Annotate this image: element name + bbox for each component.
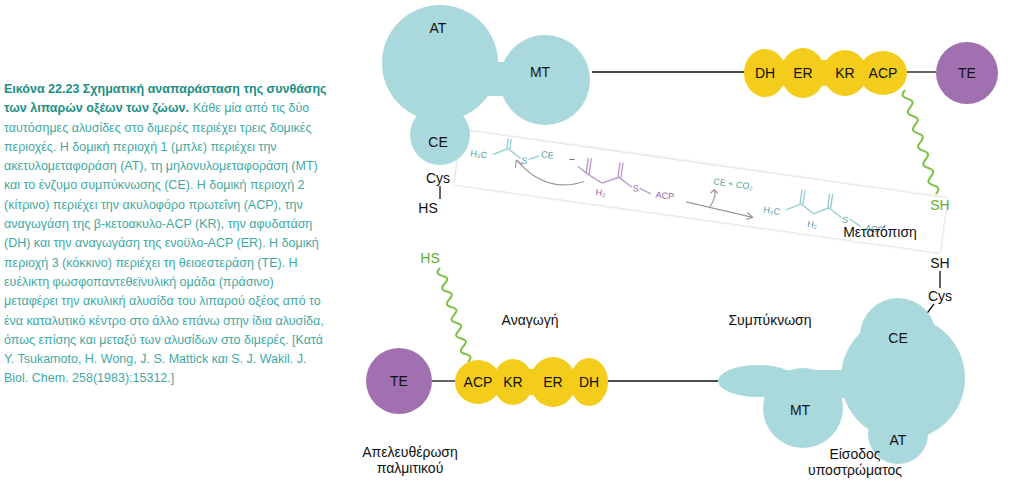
- chem-label: CE: [540, 149, 554, 161]
- cys-stalk: [439, 186, 440, 199]
- annotation-label: SH: [930, 255, 949, 271]
- annotation-label: Απελευθέρωση παλμιτικού: [340, 444, 480, 476]
- domain-label: DH: [755, 66, 775, 80]
- connector-line: [907, 71, 936, 72]
- domain-label: ER: [543, 375, 562, 389]
- domain-label: KR: [835, 66, 854, 80]
- domain-label: DH: [579, 375, 599, 389]
- cys-stalk: [939, 271, 940, 288]
- chem-label: H₃C: [763, 205, 781, 218]
- node-outline: [380, 0, 592, 170]
- figure-caption: Εικόνα 22.23 Σχηματική αναπαράσταση της …: [4, 80, 330, 389]
- domain-label: CE: [428, 135, 447, 149]
- domain-2-blob: ACP KR ER DH: [456, 357, 608, 407]
- domain-label: AT: [890, 433, 907, 447]
- pantetheine-arm: [903, 90, 939, 194]
- chem-label: ACP: [655, 189, 675, 202]
- domain-label: ER: [793, 66, 812, 80]
- annotation-label: Cys: [426, 170, 450, 186]
- domain-1-blob: AT MT CE: [380, 0, 592, 170]
- chem-label: H₂: [807, 219, 818, 231]
- annotation-label: Είσοδος υποστρώματος: [790, 446, 920, 478]
- chem-label: H₂: [595, 187, 606, 199]
- domain-label: TE: [958, 66, 976, 80]
- annotation-label: Cys: [928, 288, 952, 304]
- chem-label: S: [632, 183, 639, 194]
- chem-label: −: [568, 153, 576, 166]
- caption-text: Κάθε μία από τις δύο ταυτόσημες αλυσίδες…: [4, 101, 324, 385]
- pantetheine-arm: [438, 268, 471, 362]
- annotation-label: HS: [418, 200, 437, 216]
- connector-line: [592, 71, 745, 72]
- annotation-label: HS: [420, 250, 439, 266]
- domain-label: KR: [503, 375, 522, 389]
- annotation-label: Συμπύκνωση: [728, 312, 811, 328]
- chem-label: S: [521, 155, 528, 166]
- domain-2-blob: DH ER KR ACP: [745, 48, 907, 98]
- domain-label: ACP: [464, 375, 493, 389]
- thioesterase-circle: TE: [936, 42, 998, 104]
- chem-label: CE + CO₂: [713, 176, 754, 192]
- connector-line: [432, 380, 456, 381]
- domain-label: MT: [530, 65, 550, 79]
- annotation-label: Αναγωγή: [502, 312, 559, 328]
- domain-label: CE: [888, 331, 907, 345]
- domain-label: AT: [430, 21, 447, 35]
- annotation-label: SH: [930, 197, 949, 213]
- connector-line: [608, 380, 718, 381]
- chem-label: H₃C: [470, 148, 488, 161]
- domain-label: MT: [790, 403, 810, 417]
- thioesterase-circle: TE: [366, 348, 432, 414]
- domain-label: TE: [390, 374, 408, 388]
- domain-label: ACP: [869, 66, 898, 80]
- annotation-label: Μετατόπιση: [843, 224, 917, 240]
